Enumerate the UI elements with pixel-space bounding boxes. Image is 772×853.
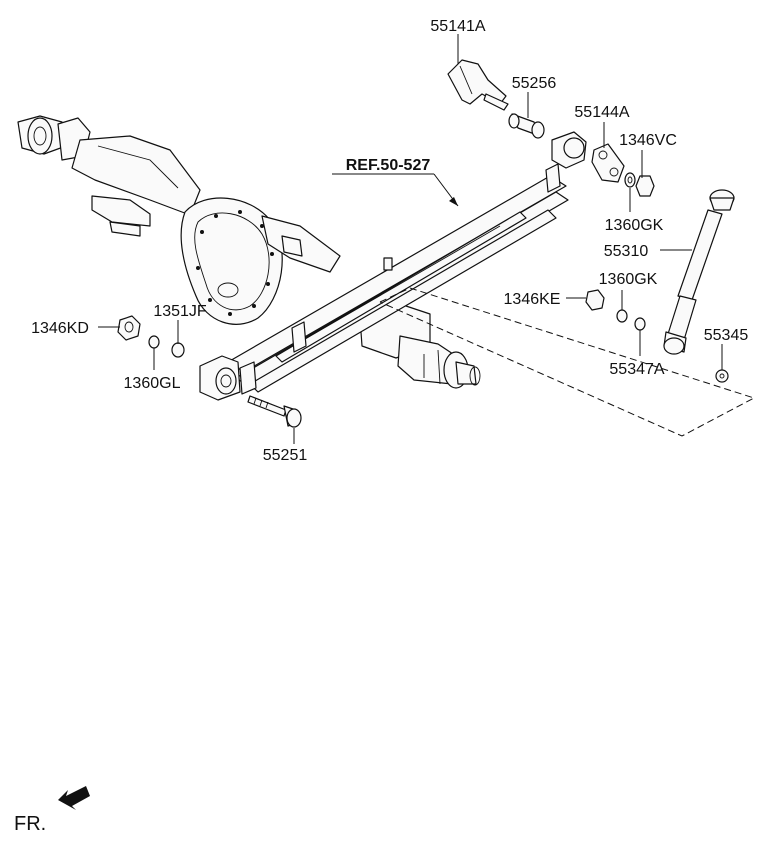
label-1360GK-mid: 1360GK (599, 271, 658, 288)
label-55141A: 55141A (430, 18, 485, 35)
shock-absorber (663, 189, 735, 355)
leaf-spring (199, 131, 587, 401)
bushing-55256 (508, 113, 545, 139)
shackle-plate (591, 143, 625, 183)
label-55345: 55345 (704, 327, 749, 344)
label-55310: 55310 (604, 243, 649, 260)
label-1346VC: 1346VC (619, 132, 677, 149)
label-55251: 55251 (263, 447, 308, 464)
label-1351JF: 1351JF (153, 303, 207, 320)
label-1360GK-top: 1360GK (605, 217, 664, 234)
label-1346KD: 1346KD (31, 320, 89, 337)
front-arrow-icon (58, 786, 90, 810)
lower-hardware (585, 289, 729, 383)
shackle-bracket (447, 59, 509, 111)
label-55256: 55256 (512, 75, 557, 92)
leader-lines (98, 34, 723, 444)
label-1346KE: 1346KE (504, 291, 561, 308)
label-55144A: 55144A (574, 104, 629, 121)
front-label: FR. (14, 813, 46, 835)
nut-washer-top (624, 172, 655, 197)
spring-bolt (247, 395, 302, 428)
label-1360GL: 1360GL (124, 375, 181, 392)
front-direction-indicator: FR. (14, 786, 90, 835)
left-hardware (117, 315, 185, 358)
label-reference: REF.50-527 (346, 157, 431, 174)
label-55347A: 55347A (609, 361, 664, 378)
assembly-outline (379, 287, 756, 437)
